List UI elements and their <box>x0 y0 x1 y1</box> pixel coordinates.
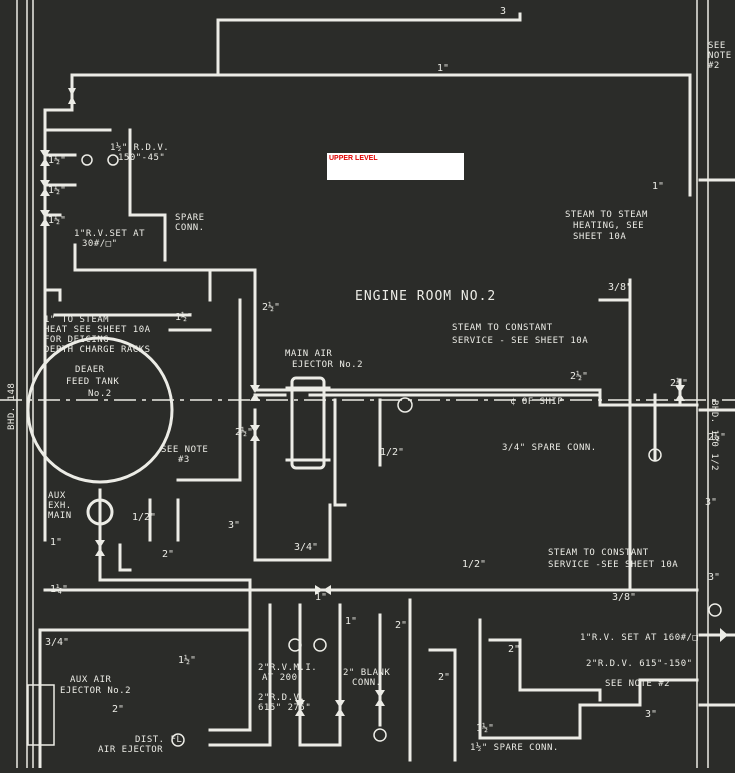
label-size-12: 1/2" <box>462 559 486 570</box>
label-size-3: 3" <box>645 709 657 720</box>
label-bhd-130: BHD. 130 1/2 <box>709 400 719 471</box>
label-to-steam: 1" TO STEAM <box>44 315 109 325</box>
label-aux-air: AUX AIR <box>70 675 112 685</box>
label-size-3: 3" <box>708 572 720 583</box>
label-deaer: DEAER <box>75 365 105 375</box>
label-bhd-148: BHD. 148 <box>7 383 17 430</box>
label-to-steam: FOR DEICING <box>44 335 109 345</box>
label-see-note: NOTE <box>708 51 732 61</box>
label-size-212: 2½" <box>570 370 588 382</box>
label-size-212: 2½" <box>262 301 280 313</box>
label-rdv: 150"-45" <box>118 153 165 163</box>
label-size-38: 3/8" <box>612 592 636 603</box>
label-sheet-ref: 3 <box>500 6 506 17</box>
label-to-steam: HEAT SEE SHEET 10A <box>44 325 151 335</box>
label-rdv: 1½" R.D.V. <box>110 142 169 153</box>
label-size-12: 1/2" <box>132 512 156 523</box>
upper-level-highlight: UPPER LEVEL <box>327 153 464 180</box>
label-aux-exh: EXH. <box>48 501 72 511</box>
label-steam-to-steam: SHEET 10A <box>573 232 626 242</box>
label-size-112: 1½" <box>48 214 66 226</box>
label-size-2: 2" <box>508 644 520 655</box>
upper-level-label: UPPER LEVEL <box>329 155 378 162</box>
label-rdv: 2"R.D.V. 615"-150" <box>586 659 693 669</box>
pipe-network <box>38 12 735 770</box>
label-size-2: 1½" <box>476 722 494 734</box>
label-engine-room: ENGINE ROOM NO.2 <box>355 289 496 304</box>
label-steam-to-steam: STEAM TO STEAM <box>565 210 648 220</box>
main-air-ejector <box>290 376 326 470</box>
label-size-3: 3" <box>705 497 717 508</box>
label-steam-constant: STEAM TO CONSTANT <box>548 548 649 558</box>
label-steam-constant: STEAM TO CONSTANT <box>452 323 553 333</box>
label-rv-set: 1"R.V.SET AT <box>74 229 145 239</box>
label-rvmi: AT 200 <box>262 673 298 683</box>
label-size-112: 1" <box>50 537 62 548</box>
label-aux-exh: MAIN <box>48 511 72 521</box>
label-rv-set: 30#/□" <box>82 239 118 249</box>
label-rdv: 2"R.D.V. <box>258 693 305 703</box>
label-dist-fl: DIST. FL <box>135 735 182 745</box>
label-see-note: #2 <box>708 61 720 71</box>
label-aux-air: EJECTOR No.2 <box>60 686 131 696</box>
label-deaer: No.2 <box>88 389 112 399</box>
label-see-note: SEE NOTE <box>161 445 208 455</box>
label-steam-to-steam: HEATING, SEE <box>573 221 644 231</box>
label-spare-conn: 1½" SPARE CONN. <box>470 742 559 753</box>
label-size-2: 2" <box>438 672 450 683</box>
label-steam-constant: SERVICE -SEE SHEET 10A <box>548 560 678 570</box>
label-size-114: 1¼" <box>50 583 68 595</box>
label-spare-conn: SPARE <box>175 213 205 223</box>
label-see-note: #3 <box>178 455 190 465</box>
label-blank-conn: CONN. <box>352 678 382 688</box>
label-main-air-ejector: MAIN AIR <box>285 349 332 359</box>
labels: 3 1" 1" SEE NOTE #2 ENGINE ROOM NO.2 STE… <box>7 6 732 755</box>
label-size-34: 3/4" <box>294 542 318 553</box>
label-size-38: 3/8" <box>608 282 632 293</box>
label-main-air-ejector: EJECTOR No.2 <box>292 360 363 370</box>
label-spare-conn: 3/4" SPARE CONN. <box>502 443 597 453</box>
valves <box>40 88 728 716</box>
aux-air-ejector <box>27 684 55 746</box>
label-size-212: 2½" <box>708 431 726 443</box>
label-size-212: 2½" <box>670 377 688 389</box>
label-size-112: 1½" <box>175 311 193 323</box>
label-size-112: 1½" <box>178 654 196 666</box>
label-size-212: 2" <box>162 549 174 560</box>
label-size-12: 1/2" <box>380 447 404 458</box>
equipment <box>26 154 722 747</box>
label-aux-exh: AUX <box>48 491 66 501</box>
label-size-2: 2" <box>395 620 407 631</box>
label-size-1: 1" <box>315 592 327 603</box>
label-spare-conn: CONN. <box>175 223 205 233</box>
label-size-3: 3" <box>228 520 240 531</box>
label-deaer: FEED TANK <box>66 377 119 387</box>
deaerating-feed-tank <box>26 336 174 484</box>
label-size-34: 3/4" <box>45 637 69 648</box>
label-size-1: 1" <box>345 616 357 627</box>
label-size-212: 2½" <box>235 426 253 438</box>
label-dist-fl: AIR EJECTOR <box>98 745 163 755</box>
label-size-112: 1½" <box>48 154 66 166</box>
label-center-line: ¢ OF SHIP <box>510 397 563 407</box>
label-rvmi: 2"R.V.M.I. <box>258 663 317 673</box>
label-size-1: 1" <box>652 181 664 192</box>
label-size-112: 1½" <box>48 184 66 196</box>
label-rdv: 615" 275" <box>258 703 311 713</box>
label-see-note: SEE <box>708 41 726 51</box>
label-blank-conn: 2" BLANK <box>343 668 390 678</box>
label-size-12: 2" <box>112 704 124 715</box>
label-to-steam: DEPTH CHARGE RACKS <box>44 345 151 355</box>
label-size-1: 1" <box>437 63 449 74</box>
label-see-note: SEE NOTE #2 <box>605 679 670 689</box>
label-steam-constant: SERVICE - SEE SHEET 10A <box>452 336 588 346</box>
label-rv-set: 1"R.V. SET AT 160#/□" <box>580 633 704 643</box>
